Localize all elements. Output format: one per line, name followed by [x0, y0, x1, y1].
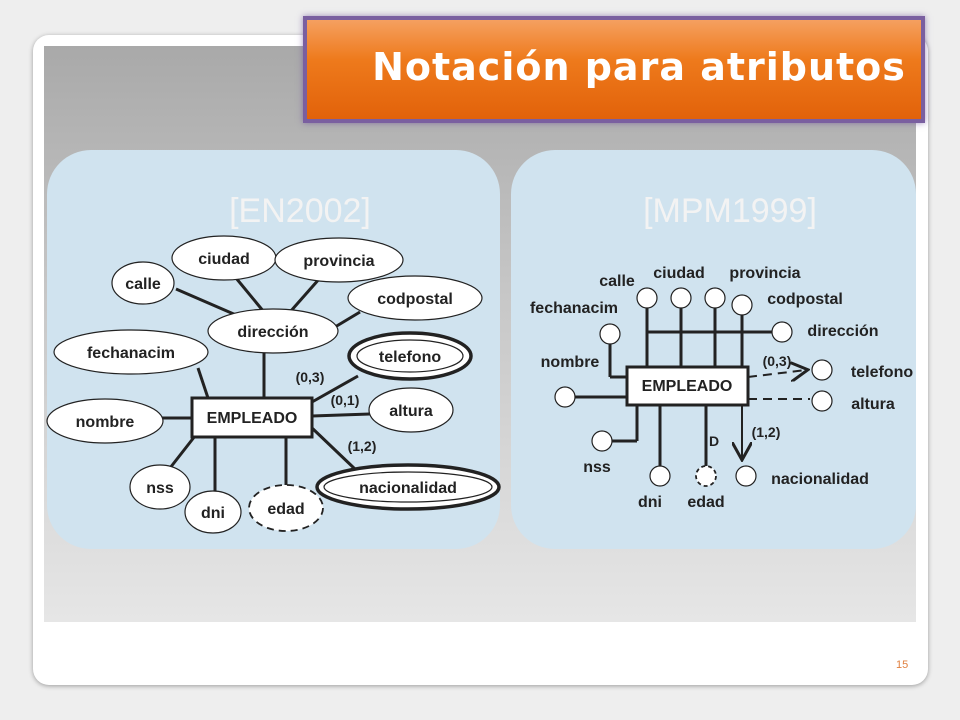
en2002-connectors: [162, 277, 371, 497]
mpm1999-attr-altura: [811, 390, 833, 412]
en2002-heading: [EN2002]: [229, 192, 371, 230]
mpm1999-attr-ciudad: [670, 287, 692, 309]
en2002-label-calle: calle: [125, 276, 161, 293]
mpm1999-attr-edad: [695, 465, 717, 487]
mpm1999-card-nacionalidad: (1,2): [752, 424, 781, 440]
mpm1999-label-codpostal: codpostal: [767, 291, 843, 308]
en2002-attr-nacionalidad-inner: [323, 471, 493, 503]
mpm1999-label-direccion: dirección: [807, 323, 878, 340]
mpm1999-card-telefono: (0,3): [763, 353, 792, 369]
en2002-attributes: [46, 235, 501, 534]
en2002-card-telefono: (0,3): [296, 369, 325, 385]
mpm1999-label-calle: calle: [599, 273, 635, 290]
page-number: 15: [896, 659, 909, 671]
mpm1999-attr-nombre: [554, 386, 576, 408]
en2002-label-nombre: nombre: [76, 414, 135, 431]
mpm1999-attr-telefono: [811, 359, 833, 381]
mpm1999-label-dni: dni: [638, 494, 662, 511]
mpm1999-label-nss: nss: [583, 459, 611, 476]
en2002-label-telefono: telefono: [379, 349, 441, 366]
en2002-label-direccion: dirección: [237, 324, 308, 341]
mpm1999-label-edad: edad: [687, 494, 724, 511]
mpm1999-panel: [MPM1999] EMPLEADO: [511, 150, 916, 549]
en2002-label-fechanacim: fechanacim: [87, 345, 175, 362]
mpm1999-attr-direccion: [771, 321, 793, 343]
mpm1999-label-nacionalidad: nacionalidad: [771, 471, 869, 488]
en2002-panel: [EN2002] EMPLEADO: [46, 150, 501, 549]
mpm1999-entity-box: [625, 365, 750, 407]
en2002-entity-label: EMPLEADO: [207, 410, 298, 427]
en2002-attr-fechanacim: [53, 329, 209, 375]
mpm1999-label-nombre: nombre: [541, 354, 600, 371]
en2002-label-codpostal: codpostal: [377, 291, 453, 308]
en2002-label-edad: edad: [267, 501, 304, 518]
mpm1999-multivalued-connectors: [742, 370, 810, 458]
en2002-label-ciudad: ciudad: [198, 251, 250, 268]
en2002-attr-altura: [368, 387, 454, 433]
mpm1999-label-ciudad: ciudad: [653, 265, 705, 282]
mpm1999-attr-codpostal: [731, 294, 753, 316]
mpm1999-connectors: [575, 307, 772, 466]
en2002-attr-codpostal: [347, 275, 483, 321]
en2002-attr-dni: [184, 490, 242, 534]
en2002-card-altura: (0,1): [331, 392, 360, 408]
slide-title: Notación para atributos: [372, 45, 906, 89]
mpm1999-attr-dni: [649, 465, 671, 487]
mpm1999-attributes: [554, 287, 833, 487]
en2002-attr-telefono-inner: [356, 339, 464, 373]
en2002-attr-nss: [129, 464, 191, 510]
mpm1999-attr-nss: [591, 430, 613, 452]
mpm1999-attr-calle: [636, 287, 658, 309]
en2002-card-nacionalidad: (1,2): [348, 438, 377, 454]
mpm1999-entity-label: EMPLEADO: [642, 378, 733, 395]
en2002-label-altura: altura: [389, 403, 433, 420]
mpm1999-attr-nacionalidad: [735, 465, 757, 487]
title-banner: Notación para atributos: [303, 16, 925, 123]
mpm1999-label-telefono: telefono: [851, 364, 913, 381]
en2002-attr-nombre: [46, 398, 164, 444]
mpm1999-label-provincia: provincia: [729, 265, 800, 282]
en2002-entity-box: [190, 396, 314, 439]
mpm1999-attr-fechanacim: [599, 323, 621, 345]
mpm1999-label-altura: altura: [851, 396, 895, 413]
en2002-attr-provincia: [274, 237, 404, 283]
en2002-attr-direccion: [207, 308, 339, 354]
mpm1999-label-fechanacim: fechanacim: [530, 300, 618, 317]
en2002-attr-calle: [111, 261, 175, 305]
en2002-label-nss: nss: [146, 480, 174, 497]
en2002-label-nacionalidad: nacionalidad: [359, 480, 457, 497]
mpm1999-heading: [MPM1999]: [643, 192, 817, 230]
mpm1999-attr-provincia: [704, 287, 726, 309]
en2002-label-dni: dni: [201, 505, 225, 522]
mpm1999-derived-marker: D: [709, 433, 719, 449]
en2002-label-provincia: provincia: [303, 253, 374, 270]
en2002-attr-edad: [248, 484, 324, 532]
